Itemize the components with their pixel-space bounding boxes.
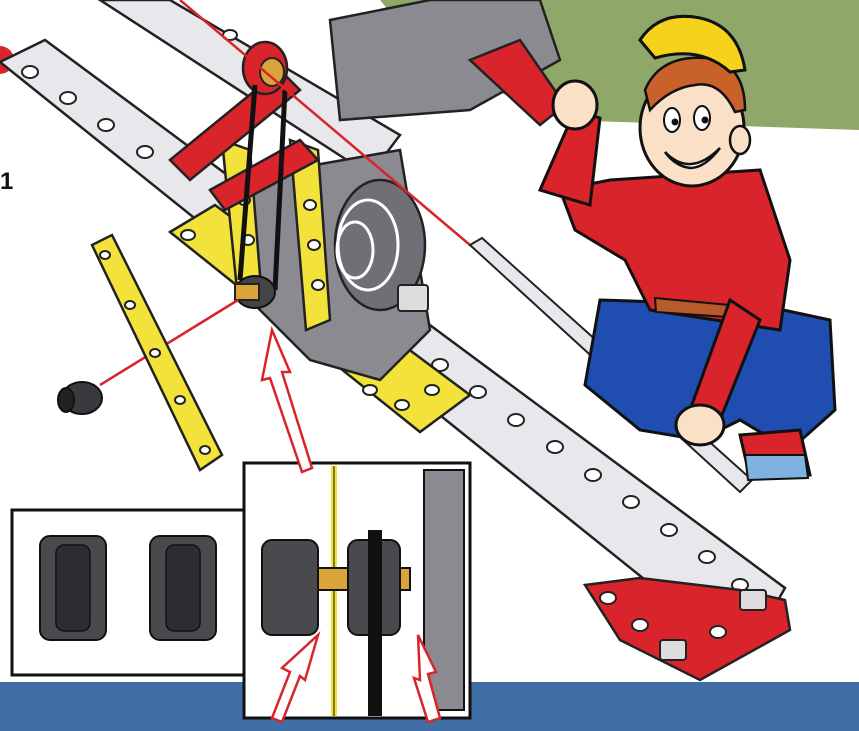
- detail-inset-pulleys: [12, 510, 244, 675]
- detail-inset-assembly: [244, 463, 470, 718]
- pulley-side-icon: [150, 536, 216, 640]
- pulley-front-icon: [40, 536, 106, 640]
- step-number: 1: [0, 168, 13, 196]
- motor-axle-pulley: [235, 276, 275, 308]
